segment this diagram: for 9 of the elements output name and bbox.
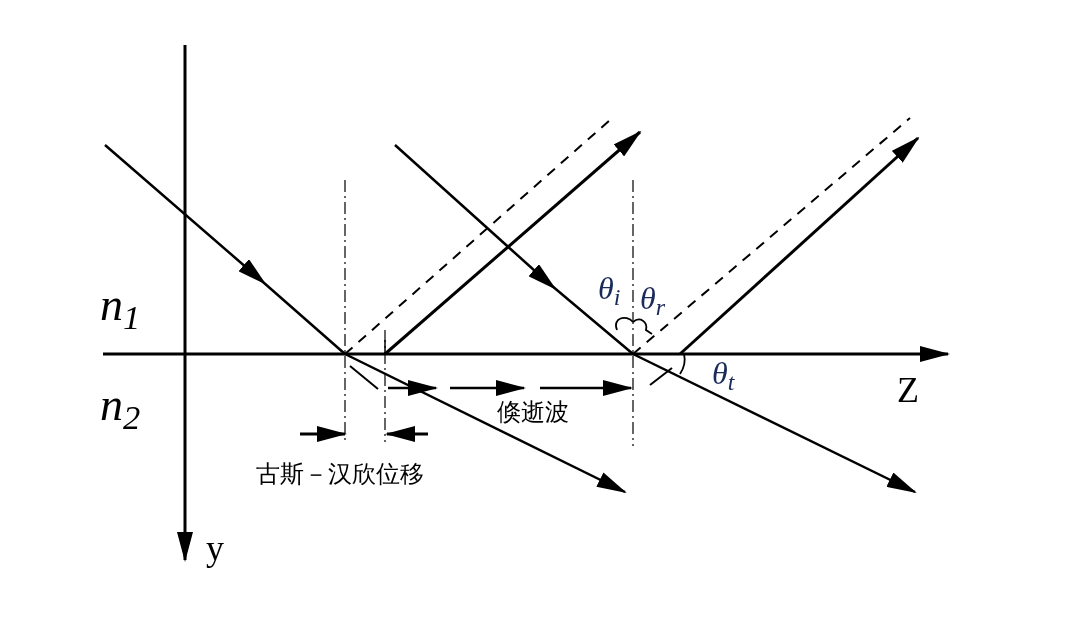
axis-label: Z bbox=[897, 372, 919, 408]
refractive-index-label: n$_{2}$ bbox=[100, 382, 141, 428]
angle-label: θ$_{r}$ bbox=[640, 282, 666, 314]
axis-label: y bbox=[206, 530, 224, 566]
shift-label: 古斯－汉欣位移 bbox=[256, 462, 424, 486]
angle-label: θ$_{t}$ bbox=[712, 357, 735, 389]
refractive-index-label: n$_{1}$ bbox=[100, 282, 141, 328]
angle-label: θ$_{i}$ bbox=[598, 272, 621, 304]
wave-label: 倏逝波 bbox=[497, 400, 569, 424]
